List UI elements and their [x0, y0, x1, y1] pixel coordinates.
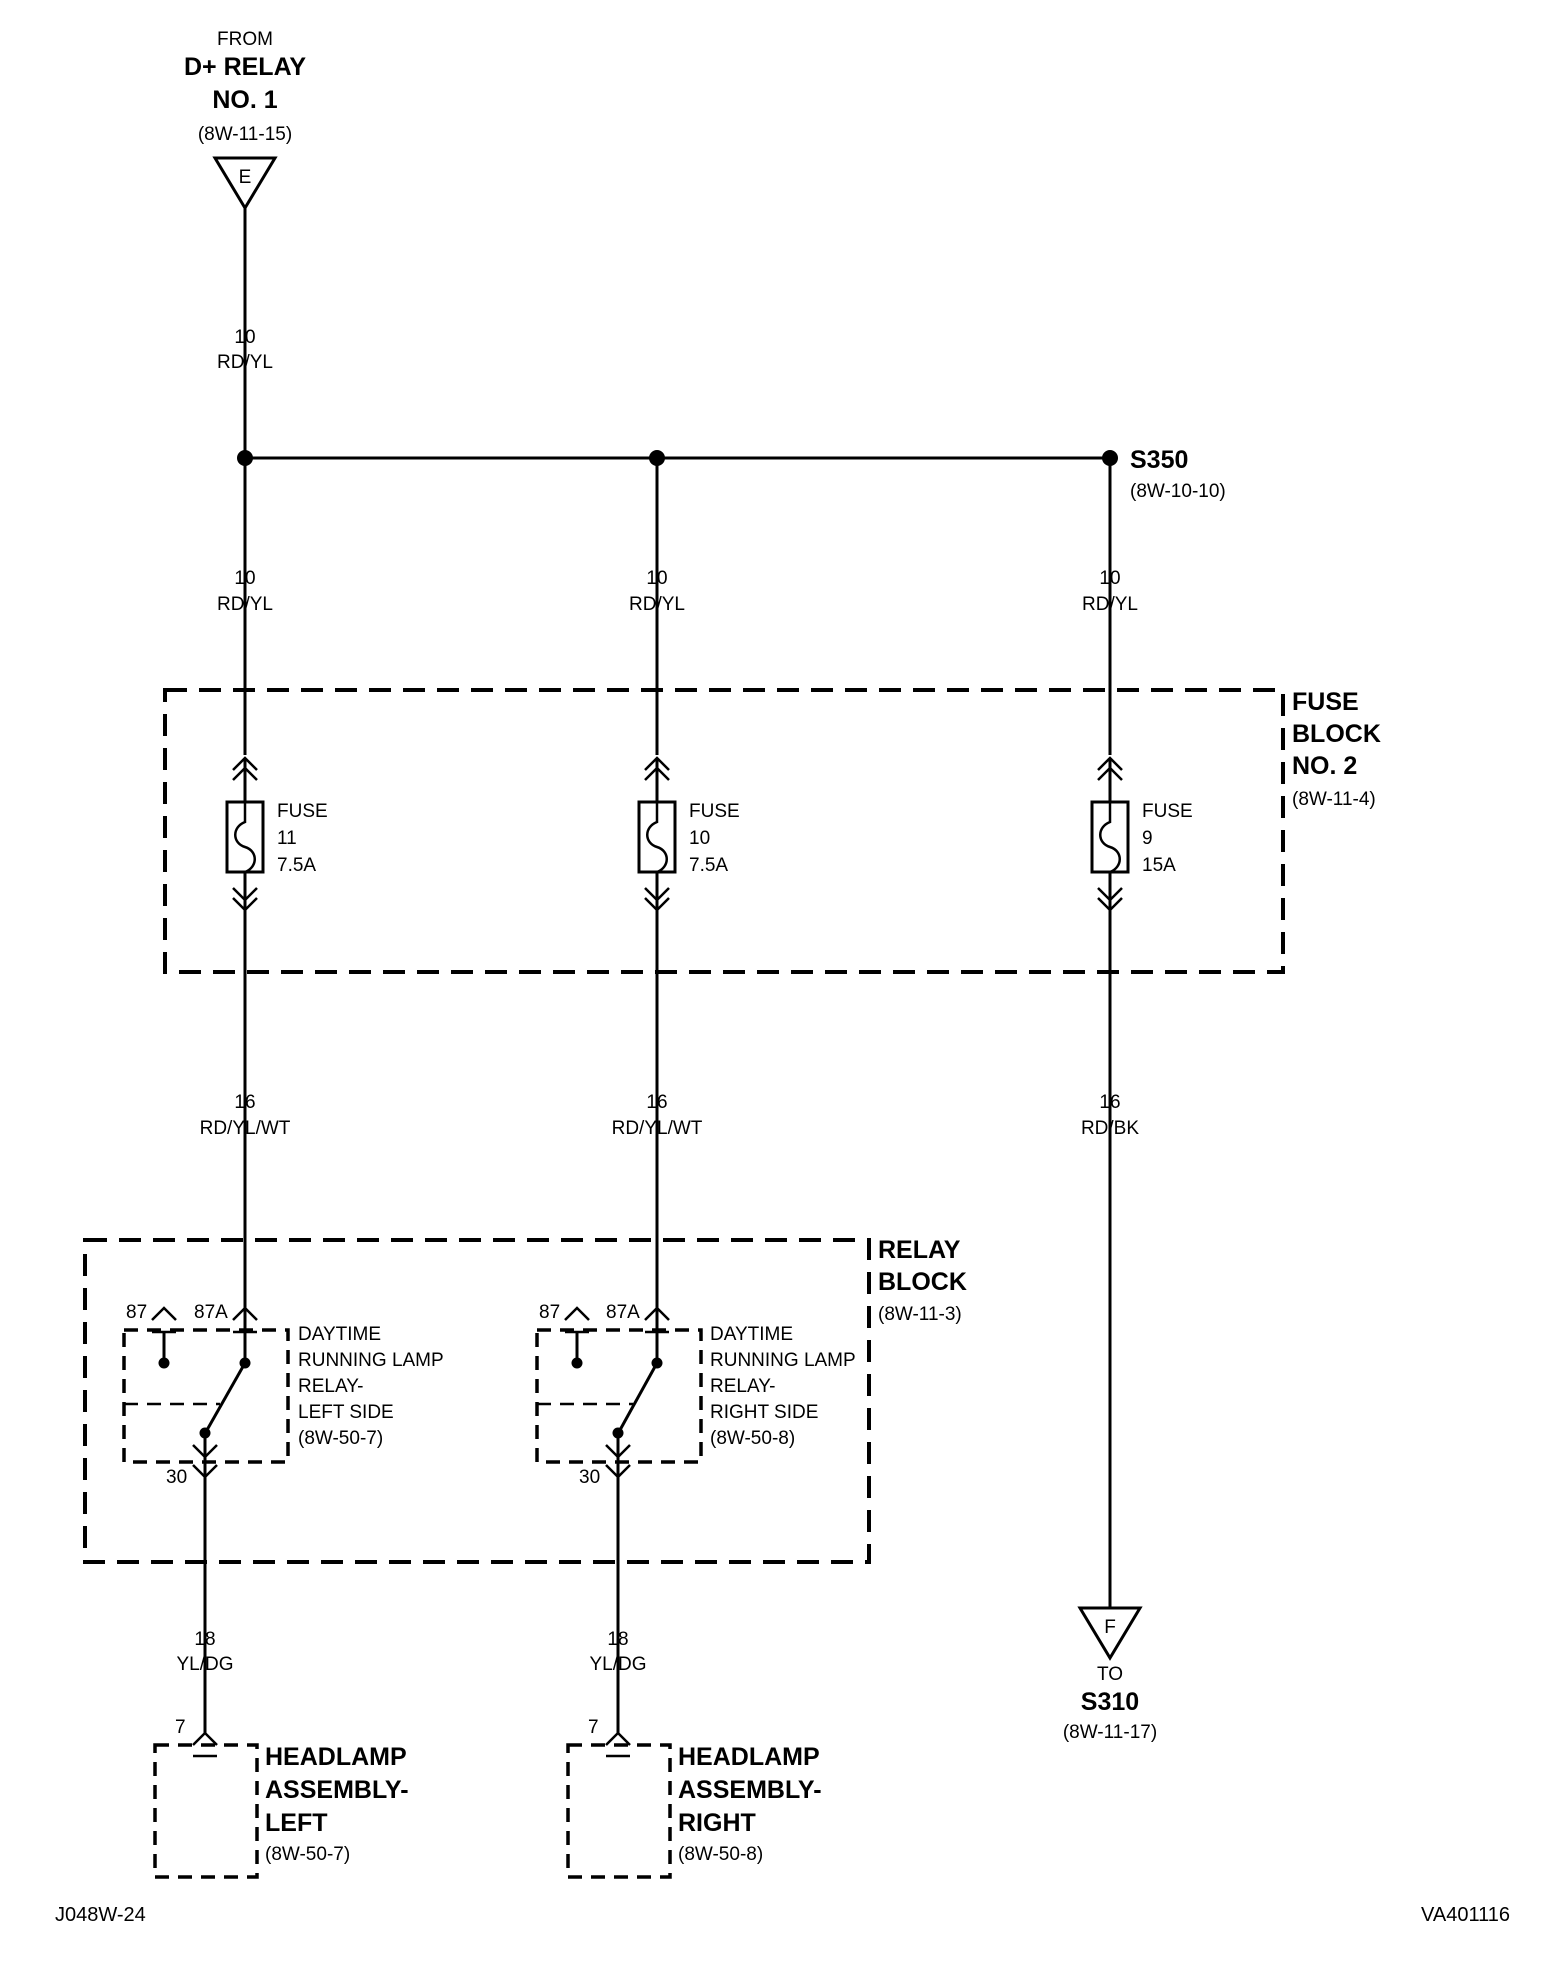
- footer-right-code: VA401116: [1421, 1904, 1510, 1926]
- fuse-block-title-2: BLOCK: [1292, 720, 1381, 748]
- headlamp-left-label-2: ASSEMBLY-: [265, 1776, 409, 1804]
- relay-block-title-1: RELAY: [878, 1236, 961, 1264]
- from-label: FROM: [217, 29, 273, 50]
- relay-right-label-1: DAYTIME: [710, 1324, 793, 1345]
- branch-center-gauge: 10: [646, 568, 667, 589]
- relay-left-pin30: 30: [166, 1467, 187, 1488]
- fuse-out-left-color: RD/YL/WT: [200, 1118, 291, 1139]
- fuse-9: [1090, 756, 1130, 912]
- fuse-11: [225, 756, 265, 912]
- headlamp-left-ref: (8W-50-7): [265, 1844, 350, 1865]
- relay-block-title-2: BLOCK: [878, 1268, 967, 1296]
- fuse-11-label: FUSE: [277, 801, 328, 822]
- relay-block-ref: (8W-11-3): [878, 1304, 962, 1325]
- relay-left-label-2: RUNNING LAMP: [298, 1350, 444, 1371]
- fuse-10-label: FUSE: [689, 801, 740, 822]
- relay-right-ref: (8W-50-8): [710, 1428, 795, 1449]
- splice-ref: (8W-10-10): [1130, 481, 1226, 502]
- relay-right-pin87a: 87A: [606, 1302, 640, 1323]
- fuse-out-center-color: RD/YL/WT: [612, 1118, 703, 1139]
- headlamp-right-label-2: ASSEMBLY-: [678, 1776, 822, 1804]
- branch-right-color: RD/YL: [1082, 594, 1138, 615]
- footer-left-code: J048W-24: [55, 1904, 146, 1926]
- from-relay-number: NO. 1: [212, 86, 277, 114]
- branch-right-gauge: 10: [1099, 568, 1120, 589]
- from-relay-ref: (8W-11-15): [198, 124, 292, 145]
- top-wire-gauge: 10: [234, 327, 255, 348]
- headlamp-left-label-3: LEFT: [265, 1809, 328, 1837]
- fuse-out-left-gauge: 16: [234, 1092, 255, 1113]
- connector-f-letter: F: [1104, 1617, 1116, 1638]
- relay-out-right-color: YL/DG: [589, 1654, 646, 1675]
- fuse-out-right-color: RD/BK: [1081, 1118, 1139, 1139]
- fuse-9-rating: 15A: [1142, 855, 1176, 876]
- relay-out-left-color: YL/DG: [176, 1654, 233, 1675]
- relay-left-label-3: RELAY-: [298, 1376, 363, 1397]
- fuse-9-label: FUSE: [1142, 801, 1193, 822]
- headlamp-left-label-1: HEADLAMP: [265, 1743, 407, 1771]
- to-splice-name: S310: [1081, 1688, 1139, 1716]
- relay-right-label-4: RIGHT SIDE: [710, 1402, 818, 1423]
- relay-out-right-gauge: 18: [607, 1629, 628, 1650]
- headlamp-right-pin: 7: [588, 1717, 599, 1738]
- relay-right-label-3: RELAY-: [710, 1376, 775, 1397]
- fuse-out-right-gauge: 16: [1099, 1092, 1120, 1113]
- from-relay-name: D+ RELAY: [184, 53, 306, 81]
- fuse-block-title-3: NO. 2: [1292, 752, 1357, 780]
- fuse-10-number: 10: [689, 828, 710, 849]
- headlamp-right-ref: (8W-50-8): [678, 1844, 763, 1865]
- relay-right: [535, 1306, 703, 1733]
- fuse-9-number: 9: [1142, 828, 1153, 849]
- fuse-10: [637, 756, 677, 912]
- relay-left-ref: (8W-50-7): [298, 1428, 383, 1449]
- branch-center-color: RD/YL: [629, 594, 685, 615]
- relay-out-left-gauge: 18: [194, 1629, 215, 1650]
- relay-right-label-2: RUNNING LAMP: [710, 1350, 856, 1371]
- fuse-block-ref: (8W-11-4): [1292, 789, 1376, 810]
- to-label: TO: [1097, 1664, 1123, 1685]
- relay-left-pin87a: 87A: [194, 1302, 228, 1323]
- branch-left-color: RD/YL: [217, 594, 273, 615]
- relay-left-pin87: 87: [126, 1302, 147, 1323]
- relay-block-outline: [83, 1238, 871, 1564]
- fuse-10-rating: 7.5A: [689, 855, 728, 876]
- connector-f-symbol: [1077, 1606, 1143, 1661]
- relay-left-label-4: LEFT SIDE: [298, 1402, 394, 1423]
- headlamp-right: [566, 1731, 672, 1879]
- to-splice-ref: (8W-11-17): [1063, 1722, 1157, 1743]
- relay-left: [122, 1306, 290, 1733]
- connector-e-letter: E: [239, 167, 252, 188]
- fuse-11-number: 11: [277, 828, 297, 849]
- branch-left-gauge: 10: [234, 568, 255, 589]
- connector-e-symbol: [212, 156, 278, 211]
- splice-name: S350: [1130, 446, 1188, 474]
- relay-left-label-1: DAYTIME: [298, 1324, 381, 1345]
- headlamp-right-label-1: HEADLAMP: [678, 1743, 820, 1771]
- relay-right-pin87: 87: [539, 1302, 560, 1323]
- top-wire-color: RD/YL: [217, 352, 273, 373]
- headlamp-left: [153, 1731, 259, 1879]
- relay-right-pin30: 30: [579, 1467, 600, 1488]
- fuse-block-title-1: FUSE: [1292, 688, 1359, 716]
- fuse-block-outline: [163, 688, 1285, 974]
- fuse-11-rating: 7.5A: [277, 855, 316, 876]
- fuse-out-center-gauge: 16: [646, 1092, 667, 1113]
- headlamp-right-label-3: RIGHT: [678, 1809, 756, 1837]
- headlamp-left-pin: 7: [175, 1717, 186, 1738]
